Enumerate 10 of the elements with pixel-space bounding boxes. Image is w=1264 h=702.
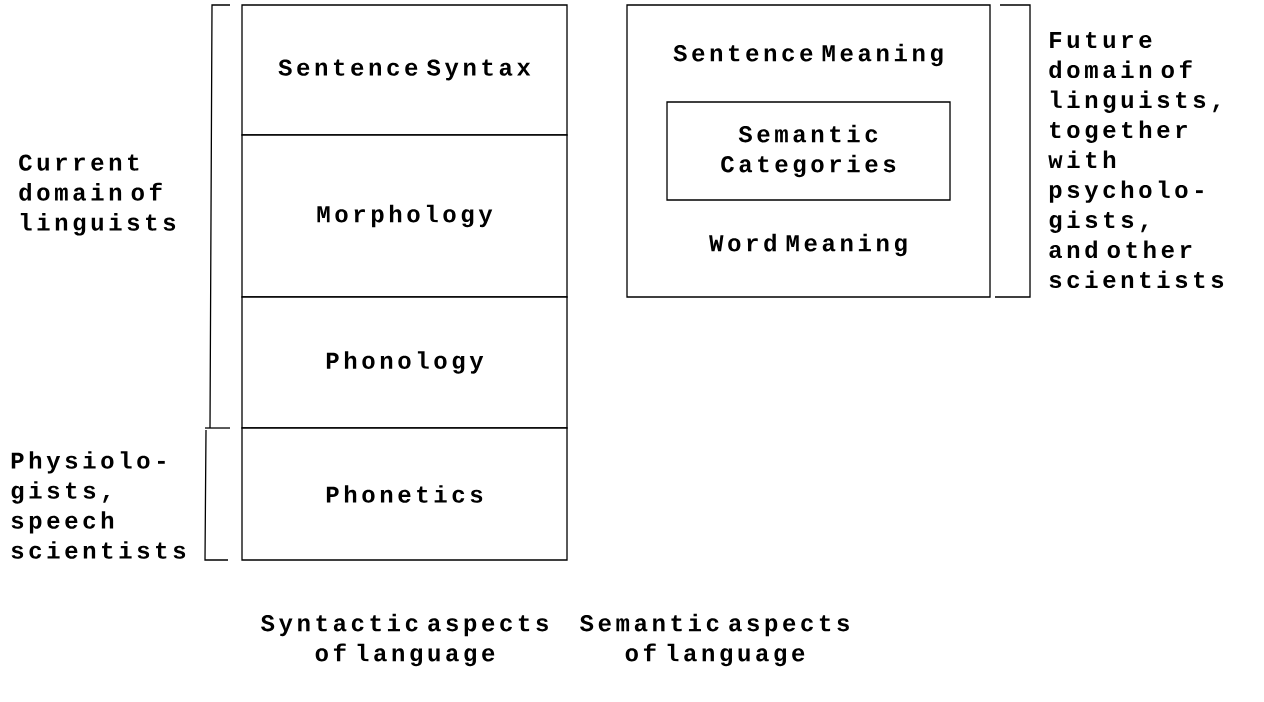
box: Phonetics <box>241 427 568 561</box>
box: Phonology <box>241 296 568 429</box>
box: Sentence Syntax <box>241 4 568 136</box>
caption: Syntactic aspects of language <box>261 613 548 667</box>
bracket-label: Current domain of linguists <box>19 154 176 236</box>
box: Morphology <box>241 134 568 298</box>
caption: Semantic aspects of language <box>580 613 849 667</box>
category-box: Semantic Categories <box>666 101 951 201</box>
bracket-label: Future domain of linguists, together with psycholo- gists, and other scientists <box>1048 31 1224 289</box>
bracket-label: Physiolo- gists, speech scientists <box>11 451 186 559</box>
